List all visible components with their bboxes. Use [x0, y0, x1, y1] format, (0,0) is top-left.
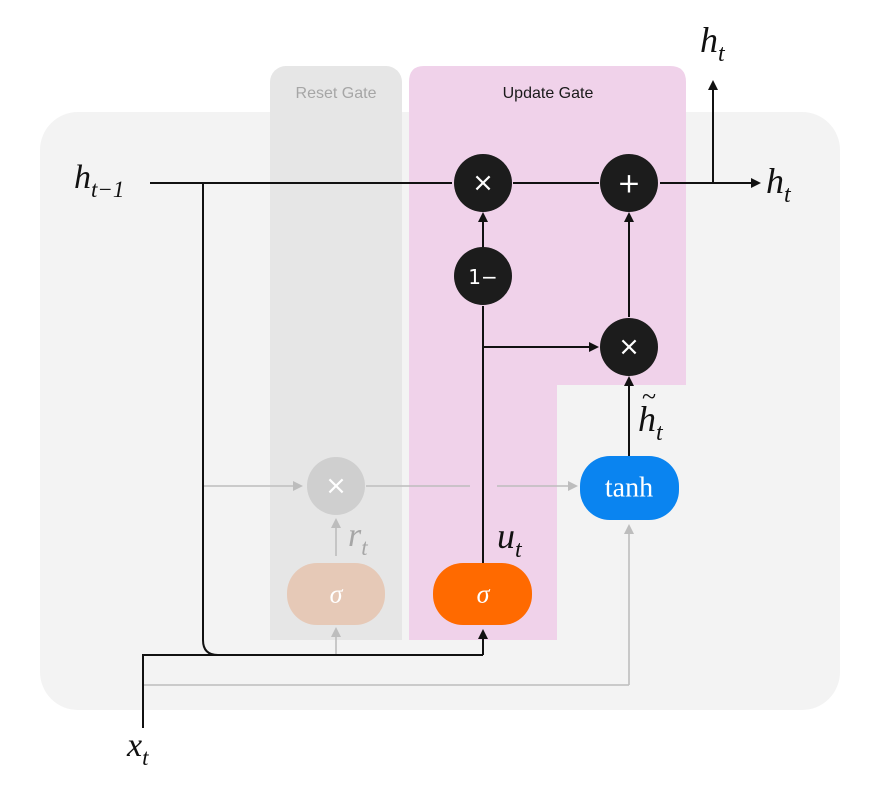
h-out-top-label: ht [700, 20, 726, 67]
svg-text:tanh: tanh [605, 473, 653, 504]
svg-text:σ: σ [477, 580, 491, 609]
svg-text:×: × [618, 332, 640, 362]
mult-top-node: × [454, 154, 512, 212]
h-tilde-label: ht ~ [638, 382, 664, 446]
sigma-update-box: σ [433, 563, 532, 625]
svg-text:×: × [472, 168, 494, 198]
r-label: rt [348, 517, 368, 560]
svg-text:ht: ht [638, 399, 664, 446]
u-label: ut [497, 516, 523, 563]
update-gate-label: Update Gate [503, 85, 594, 102]
add-node: + [600, 154, 658, 212]
svg-text:+: + [617, 167, 640, 200]
reset-gate-label: Reset Gate [296, 85, 377, 102]
one-minus-node: 1− [454, 247, 512, 305]
svg-text:×: × [325, 471, 347, 501]
svg-text:~: ~ [642, 382, 656, 411]
x-input-label: xt [126, 727, 149, 770]
sigma-reset-box: σ [287, 563, 385, 625]
h-out-right-label: ht [766, 161, 792, 208]
main-path-lines [142, 80, 761, 728]
tanh-box: tanh [580, 456, 679, 520]
reset-path-lines [143, 481, 634, 686]
svg-text:σ: σ [330, 580, 344, 609]
reset-gate-region [270, 66, 402, 640]
mult-reset-node: × [307, 457, 365, 515]
svg-text:1−: 1− [468, 265, 497, 289]
h-prev-label: ht−1 [74, 159, 124, 202]
mult-right-node: × [600, 318, 658, 376]
